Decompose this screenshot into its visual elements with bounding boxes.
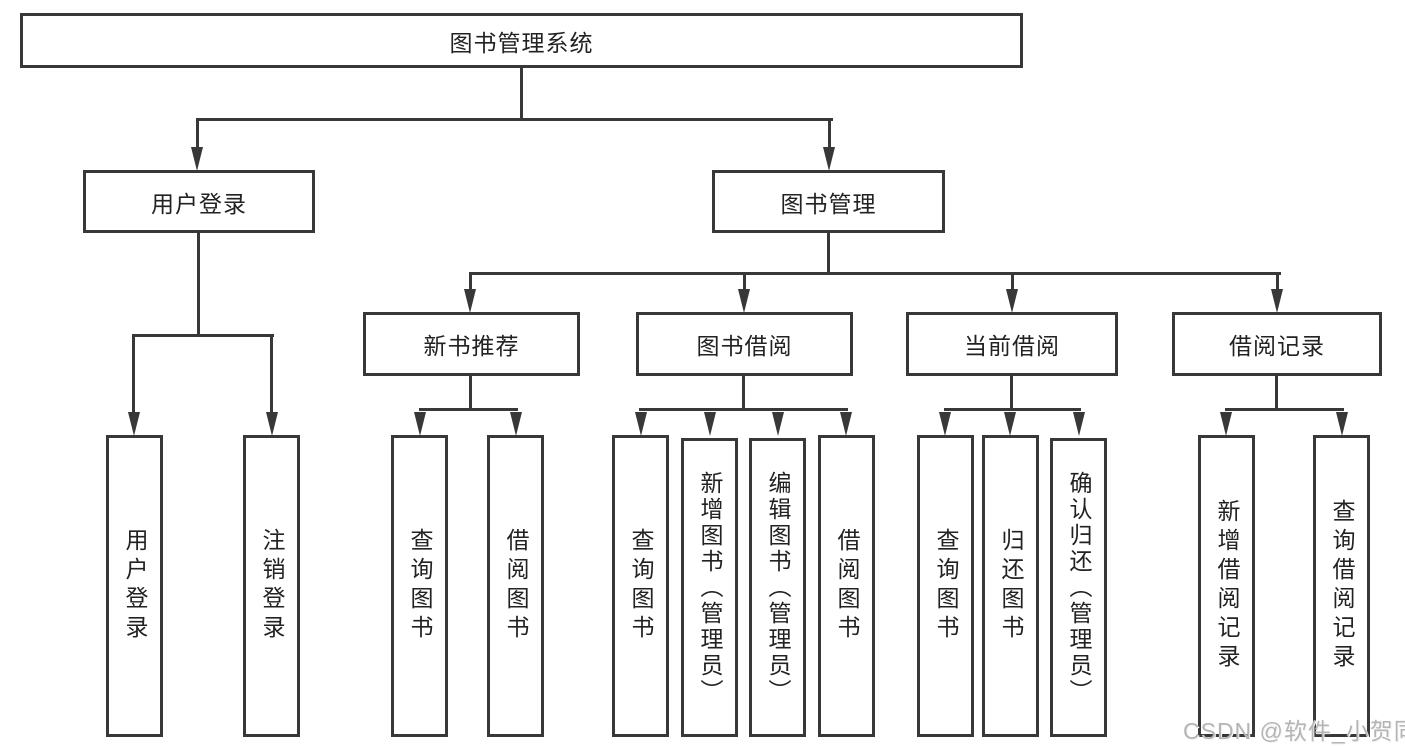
arrowhead-icon	[191, 147, 203, 171]
node-leaf-add-borrow-record: 新增借阅记录	[1198, 435, 1255, 737]
arrowhead-icon	[414, 412, 426, 436]
leaf-label: 注销登录	[259, 528, 285, 644]
arrowhead-icon	[1004, 412, 1016, 436]
node-user-login-label: 用户登录	[151, 190, 247, 217]
arrowhead-icon	[1006, 289, 1018, 313]
leaf-label: 归还图书	[998, 528, 1024, 644]
connector-to-current-borrowing	[1011, 272, 1014, 292]
connector-to-book-management	[828, 118, 831, 150]
node-book-management: 图书管理	[712, 170, 945, 233]
leaf-label: 查询图书	[628, 528, 654, 644]
node-leaf-query-book-a: 查询图书	[391, 435, 448, 737]
arrowhead-icon	[1336, 412, 1348, 436]
connector-to-user-login	[196, 118, 199, 150]
arrowhead-icon	[128, 412, 140, 436]
leaf-label: 新增图书（管理员）	[697, 470, 723, 705]
node-borrowing-records: 借阅记录	[1172, 312, 1382, 376]
node-book-borrowing: 图书借阅	[636, 312, 853, 376]
connector-user-login-bar	[133, 334, 274, 337]
node-leaf-query-book-c: 查询图书	[917, 435, 974, 737]
node-leaf-query-borrow-record: 查询借阅记录	[1313, 435, 1370, 737]
arrowhead-icon	[1073, 412, 1085, 436]
arrowhead-icon	[1271, 289, 1283, 313]
node-leaf-return-book: 归还图书	[982, 435, 1039, 737]
leaf-label: 用户登录	[122, 528, 148, 644]
leaf-label: 查询图书	[407, 528, 433, 644]
leaf-label: 借阅图书	[503, 528, 529, 644]
node-current-borrowing-label: 当前借阅	[964, 333, 1060, 359]
arrowhead-icon	[266, 412, 278, 436]
connector-new-book-recommend-bar	[419, 408, 518, 411]
node-leaf-edit-book: 编辑图书（管理员）	[749, 438, 806, 737]
node-current-borrowing: 当前借阅	[906, 312, 1118, 376]
arrowhead-icon	[823, 147, 835, 171]
connector-to-borrowing-records	[1276, 272, 1279, 292]
arrowhead-icon	[738, 289, 750, 313]
connector-book-management-stem	[827, 233, 830, 275]
connector-to-book-borrowing	[743, 272, 746, 292]
leaf-label: 查询借阅记录	[1329, 499, 1355, 673]
node-user-login: 用户登录	[83, 170, 315, 233]
node-leaf-logout: 注销登录	[243, 435, 300, 737]
connector-book-borrowing-bar	[639, 408, 848, 411]
node-new-book-recommend: 新书推荐	[363, 312, 580, 376]
node-leaf-user-login: 用户登录	[106, 435, 163, 737]
connector-book-management-bar	[470, 272, 1281, 275]
node-leaf-add-book: 新增图书（管理员）	[681, 438, 738, 737]
connector-root-stem	[520, 68, 523, 121]
connector-to-leaf-user-login	[132, 334, 135, 416]
node-root: 图书管理系统	[20, 13, 1023, 68]
connector-root-bar	[196, 118, 833, 121]
node-new-book-recommend-label: 新书推荐	[423, 333, 520, 359]
node-leaf-query-book-b: 查询图书	[612, 435, 669, 737]
arrowhead-icon	[510, 412, 522, 436]
node-leaf-borrow-book-a: 借阅图书	[487, 435, 544, 737]
arrowhead-icon	[772, 412, 784, 436]
arrowhead-icon	[464, 289, 476, 313]
node-root-label: 图书管理系统	[449, 29, 594, 56]
leaf-label: 确认归还（管理员）	[1066, 470, 1092, 705]
connector-borrowing-records-bar	[1225, 408, 1344, 411]
leaf-label: 查询图书	[933, 528, 959, 644]
node-borrowing-records-label: 借阅记录	[1229, 333, 1325, 359]
leaf-label: 编辑图书（管理员）	[765, 470, 791, 705]
leaf-label: 借阅图书	[834, 528, 860, 644]
arrowhead-icon	[635, 412, 647, 436]
node-book-management-label: 图书管理	[780, 190, 877, 217]
connector-current-borrowing-stem	[1010, 376, 1013, 410]
connector-new-book-recommend-stem	[469, 376, 472, 410]
leaf-label: 新增借阅记录	[1214, 499, 1240, 673]
connector-book-borrowing-stem	[742, 376, 745, 410]
node-leaf-confirm-return: 确认归还（管理员）	[1050, 438, 1107, 737]
connector-borrowing-records-stem	[1275, 376, 1278, 410]
arrowhead-icon	[704, 412, 716, 436]
node-leaf-borrow-book-b: 借阅图书	[818, 435, 875, 737]
watermark: CSDN @软件_小贺同学	[1183, 718, 1405, 744]
connector-current-borrowing-bar	[944, 408, 1081, 411]
node-book-borrowing-label: 图书借阅	[696, 333, 793, 359]
connector-to-leaf-logout	[270, 334, 273, 416]
arrowhead-icon	[1220, 412, 1232, 436]
arrowhead-icon	[840, 412, 852, 436]
connector-user-login-stem	[197, 233, 200, 337]
arrowhead-icon	[939, 412, 951, 436]
connector-to-new-book-recommend	[469, 272, 472, 292]
